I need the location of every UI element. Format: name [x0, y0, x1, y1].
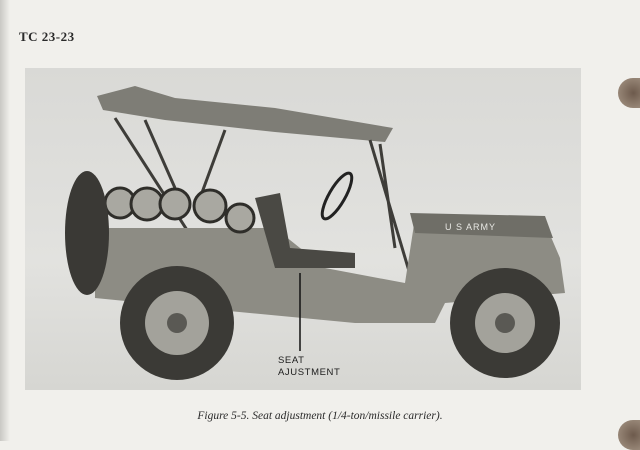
vehicle-photo: U S ARMY — [25, 68, 581, 390]
seat — [255, 193, 355, 268]
binder-hole — [618, 420, 640, 450]
callout-line-2: AJUSTMENT — [278, 367, 341, 378]
seat-adjustment-callout: SEAT AJUSTMENT — [278, 355, 340, 379]
canopy-frame — [113, 117, 422, 309]
hood-marking: U S ARMY — [445, 222, 496, 232]
steering-wheel — [320, 171, 354, 221]
rear-wheel — [120, 266, 234, 380]
jeep-illustration: U S ARMY — [65, 86, 565, 380]
spare-tire — [65, 171, 109, 295]
front-wheel — [450, 268, 560, 378]
figure-caption: Figure 5-5. Seat adjustment (1/4-ton/mis… — [197, 410, 443, 422]
binder-hole — [618, 78, 640, 108]
page-edge-shadow — [0, 0, 10, 441]
hood — [410, 213, 553, 238]
document-number: TC 23-23 — [19, 29, 75, 44]
missile-tubes — [103, 186, 256, 234]
canopy-top — [97, 86, 393, 142]
callout-line-1: SEAT — [278, 355, 305, 366]
